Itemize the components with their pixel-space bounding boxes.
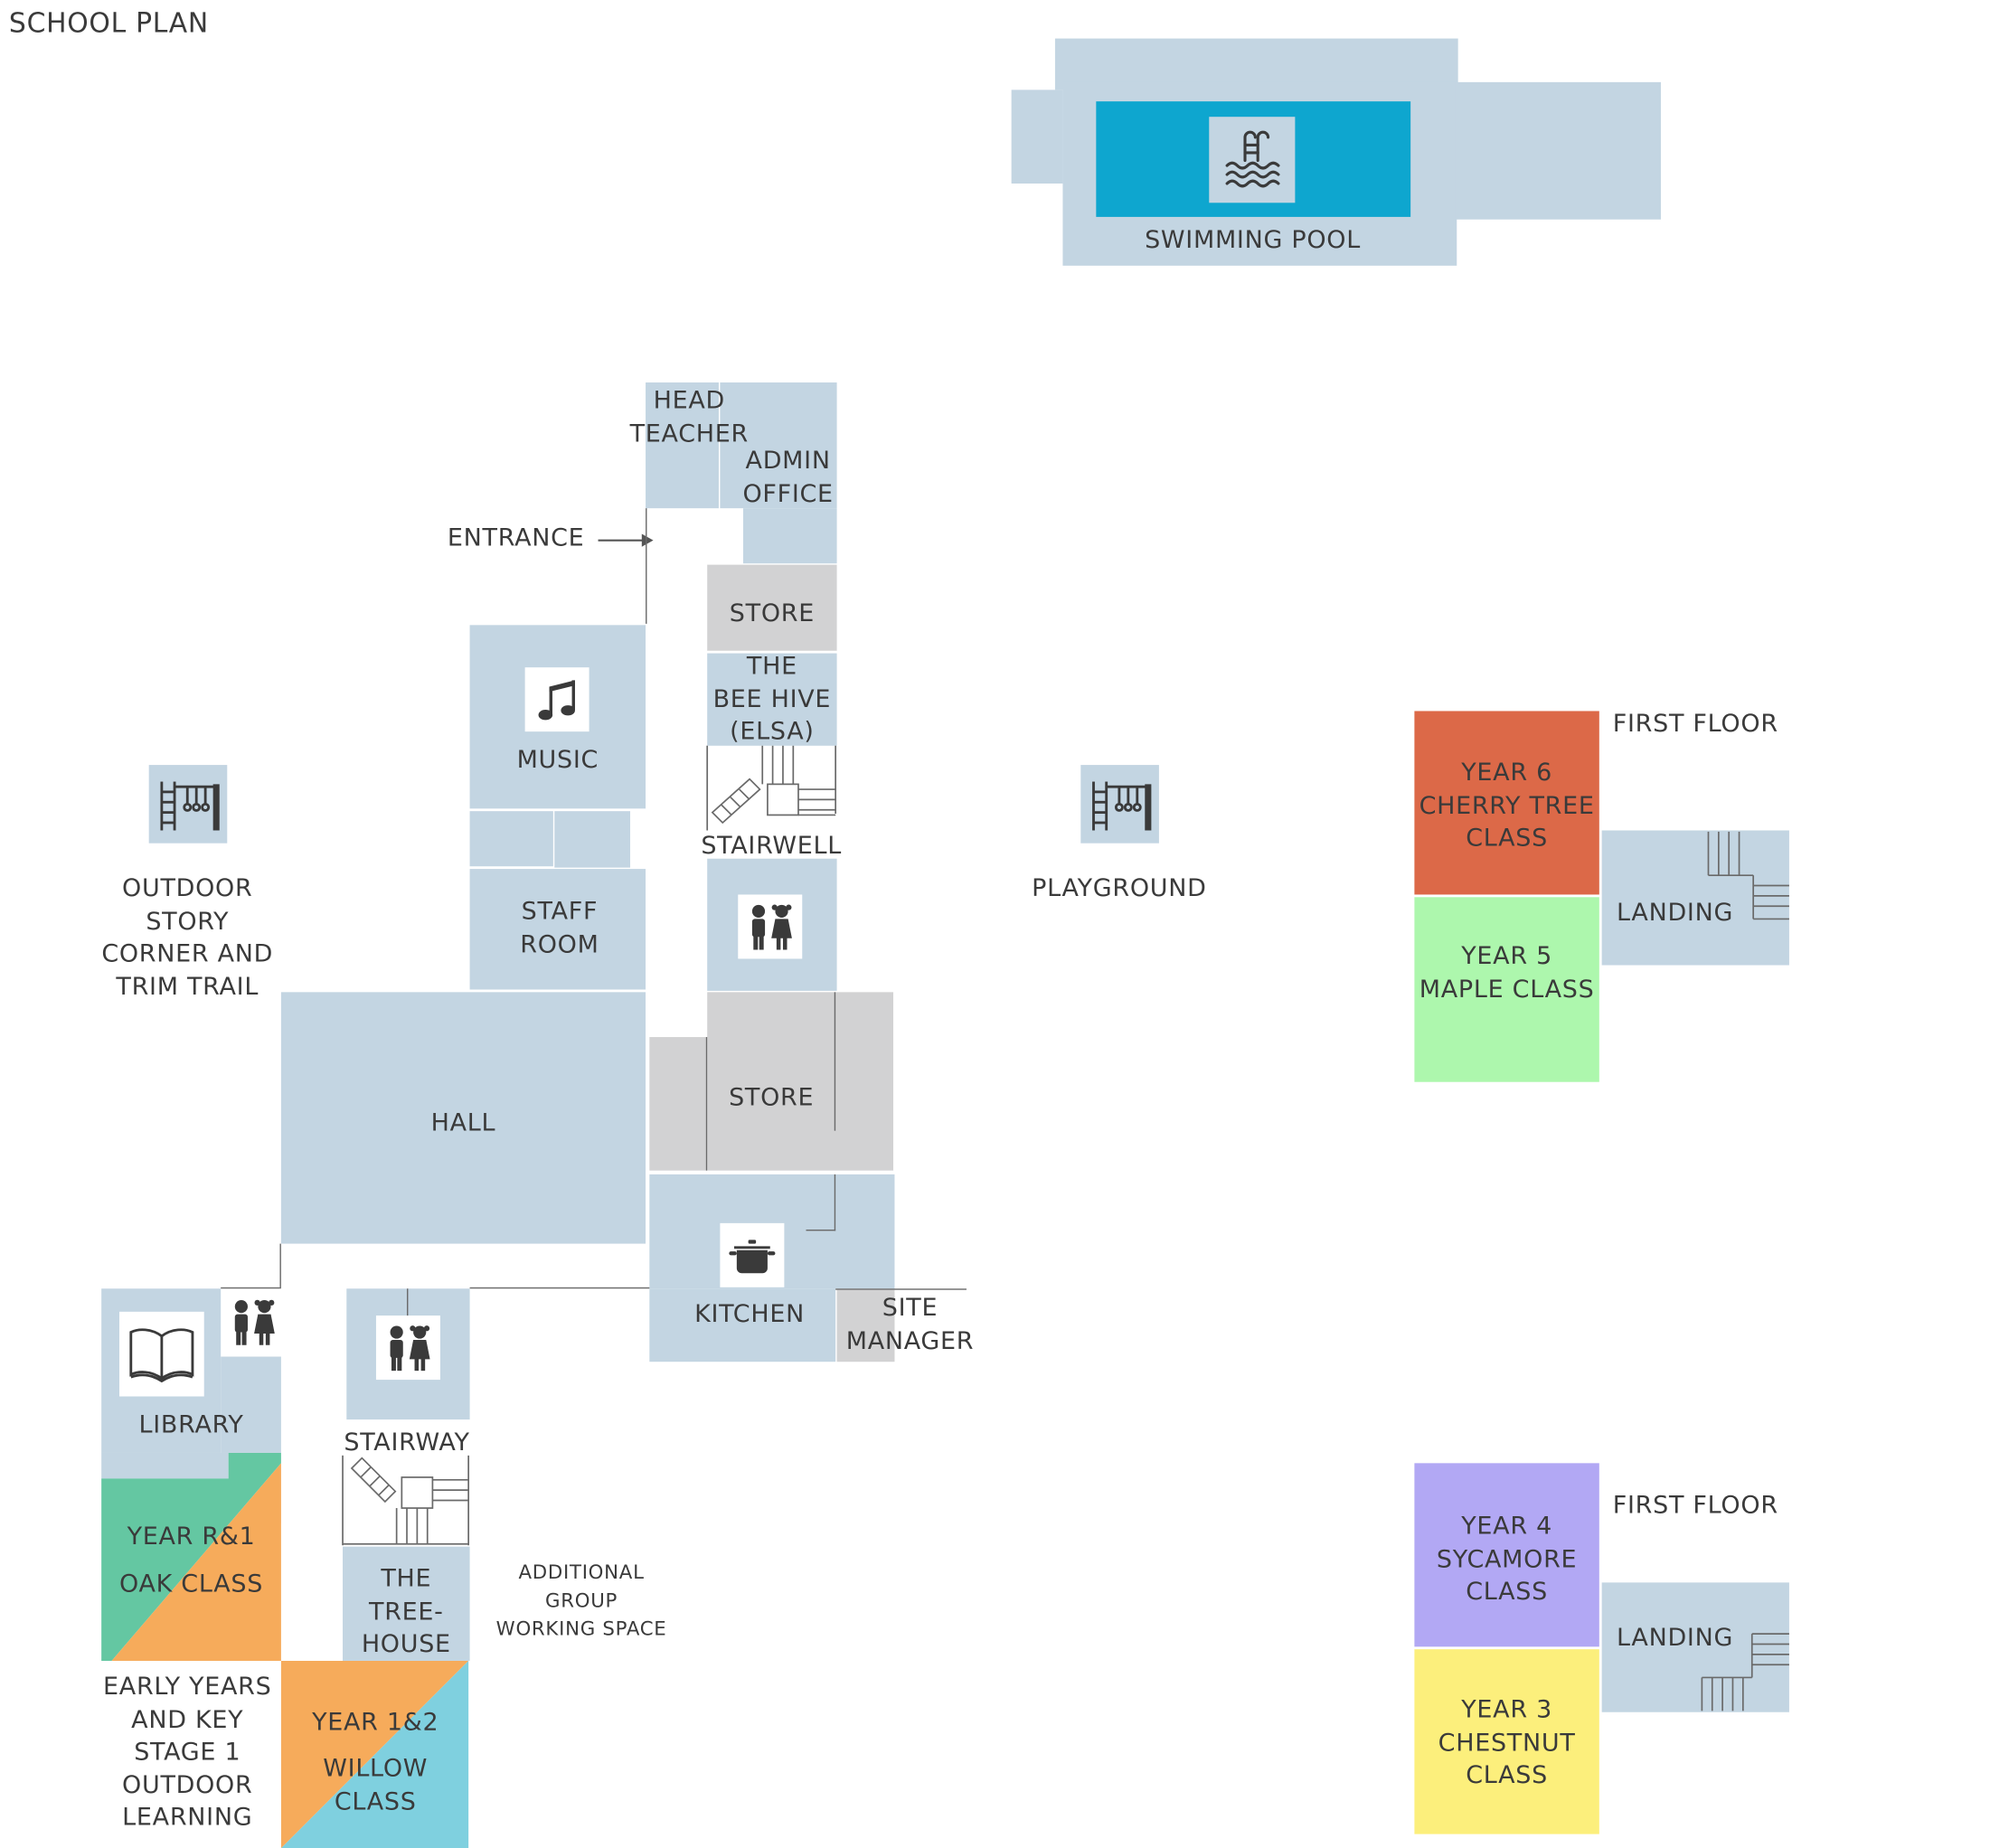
- kitchen-tile: [720, 1222, 785, 1287]
- year3-label: YEAR 3 CHESTNUT CLASS: [1438, 1695, 1576, 1789]
- hall-room: [280, 992, 646, 1244]
- year4-label: YEAR 4 SYCAMORE CLASS: [1436, 1512, 1578, 1606]
- year3-chestnut-room: [1414, 1649, 1599, 1834]
- oak-class-room: [101, 1452, 281, 1661]
- outdoor-story-label: OUTDOOR STORY CORNER AND TRIM TRAIL: [101, 873, 274, 1001]
- oak-class-label: OAK CLASS: [119, 1570, 264, 1598]
- stairs-icon: [1701, 1633, 1789, 1711]
- playground-label: PLAYGROUND: [1032, 873, 1207, 902]
- library-room-bottom: [101, 1452, 229, 1479]
- willow-class-label: WILLOW CLASS: [323, 1754, 429, 1816]
- stairway-stairs-icon: [342, 1455, 470, 1546]
- landing-a-room: [1601, 830, 1789, 966]
- site-manager-label: SITE MANAGER: [845, 1293, 975, 1355]
- toilets-top-tile: [738, 894, 803, 959]
- pool-building-right-wing: [1455, 81, 1661, 220]
- year4-sycamore-room: [1414, 1463, 1599, 1647]
- admin-office-lower: [742, 508, 837, 564]
- corridor-wall-c: [221, 1287, 280, 1289]
- playground-tile: [1080, 765, 1159, 844]
- staff-room-label: STAFF ROOM: [520, 897, 599, 958]
- stairs-icon: [1707, 831, 1789, 920]
- pool-building-center: [1054, 38, 1458, 90]
- pool-building-left-wing: [1011, 90, 1063, 184]
- year-r1-label: YEAR R&1: [127, 1522, 256, 1551]
- first-floor-b-label: FIRST FLOOR: [1612, 1491, 1778, 1520]
- entrance-wall: [646, 508, 647, 624]
- toilets-library-tile: [222, 1289, 284, 1354]
- early-years-label: EARLY YEARS AND KEY STAGE 1 OUTDOOR LEAR…: [103, 1672, 272, 1832]
- tree-house-room: [343, 1546, 470, 1661]
- head-teacher-label: HEAD TEACHER: [629, 386, 750, 448]
- corridor-wall-a: [469, 1287, 650, 1289]
- store-mid-wall-a: [705, 1037, 708, 1171]
- stairway-label: STAIRWAY: [344, 1428, 470, 1457]
- page-title: SCHOOL PLAN: [8, 7, 209, 39]
- kitchen-wall-a: [834, 1174, 836, 1231]
- stairwell-label: STAIRWELL: [701, 831, 843, 861]
- store-mid-label: STORE: [729, 1083, 815, 1112]
- entrance-label: ENTRANCE: [447, 523, 585, 552]
- toilets-icon: [234, 1299, 275, 1345]
- staff-room-small: [469, 811, 553, 867]
- staff-room: [469, 869, 646, 990]
- bee-hive-label: THE BEE HIVE (ELSA): [712, 652, 832, 746]
- toilets-stairway-tile: [375, 1315, 440, 1381]
- admin-office-room: [720, 382, 837, 509]
- outdoor-story-tile: [148, 765, 228, 844]
- toilets-stairway-wall: [407, 1288, 409, 1317]
- willow-class-room: [280, 1660, 469, 1848]
- swimming-pool-label: SWIMMING POOL: [1145, 225, 1361, 255]
- hall-label: HALL: [430, 1108, 496, 1137]
- music-label: MUSIC: [516, 745, 599, 775]
- library-tile: [119, 1311, 204, 1397]
- entrance-arrow-icon: [598, 533, 654, 547]
- staff-room-upper: [554, 811, 631, 868]
- store-mid-room: [707, 992, 894, 1171]
- swimming-pool-icon: [1224, 130, 1279, 187]
- year5-label: YEAR 5 MAPLE CLASS: [1419, 941, 1595, 1004]
- kitchen-wall-b: [806, 1229, 836, 1231]
- store-top-label: STORE: [729, 599, 815, 628]
- store-mid-wall-b: [834, 992, 836, 1131]
- music-tile: [524, 667, 589, 732]
- tree-house-label: THE TREE- HOUSE: [361, 1564, 451, 1659]
- kitchen-room-lower: [649, 1288, 836, 1362]
- book-icon: [129, 1328, 194, 1383]
- landing-a-label: LANDING: [1617, 898, 1734, 927]
- head-teacher-room: [646, 382, 719, 509]
- store-mid-left: [649, 1037, 706, 1171]
- library-label: LIBRARY: [138, 1410, 244, 1439]
- toilets-icon: [751, 904, 792, 950]
- bee-hive-room: [707, 653, 837, 746]
- admin-office-label: ADMIN OFFICE: [742, 447, 834, 508]
- landing-b-label: LANDING: [1617, 1623, 1734, 1653]
- corridor-wall-b: [279, 1243, 282, 1289]
- climbing-frame-icon: [159, 780, 220, 830]
- stairwell-stairs-icon: [706, 745, 837, 831]
- year-12-label: YEAR 1&2: [312, 1708, 439, 1737]
- site-manager-wall: [835, 1288, 967, 1290]
- landing-b-room: [1601, 1582, 1789, 1712]
- library-room-right: [221, 1356, 281, 1453]
- first-floor-a-label: FIRST FLOOR: [1612, 710, 1778, 739]
- climbing-frame-icon: [1091, 780, 1151, 830]
- music-note-icon: [538, 680, 575, 721]
- swimming-pool-tile: [1209, 117, 1296, 203]
- site-manager-room: [836, 1289, 895, 1362]
- year5-maple-room: [1414, 897, 1599, 1082]
- store-top-room: [707, 564, 837, 651]
- year6-label: YEAR 6 CHERRY TREE CLASS: [1419, 758, 1595, 853]
- cooking-pot-icon: [729, 1240, 776, 1274]
- year6-cherry-tree-room: [1414, 711, 1599, 895]
- toilets-icon: [390, 1325, 430, 1372]
- additional-group-label: ADDITIONAL GROUP WORKING SPACE: [495, 1560, 667, 1641]
- kitchen-label: KITCHEN: [694, 1300, 805, 1329]
